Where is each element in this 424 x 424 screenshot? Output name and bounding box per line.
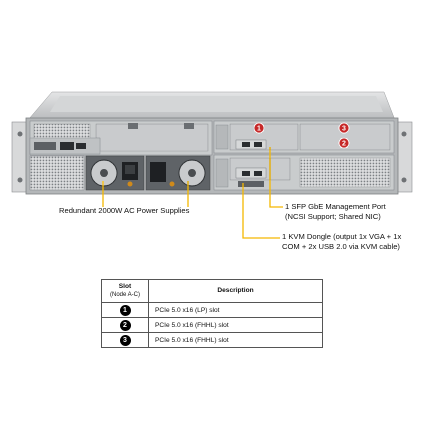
power-supply-2 — [145, 155, 211, 191]
chassis-marker-2-label: 2 — [342, 141, 346, 148]
left-vent-grill — [29, 155, 85, 191]
callout-kvm-dongle: 1 KVM Dongle (output 1x VGA + 1x COM + 2… — [282, 232, 402, 251]
slot-cell: 1 — [101, 302, 149, 318]
node-b — [213, 120, 395, 154]
callout-power-supplies: Redundant 2000W AC Power Supplies — [59, 206, 190, 215]
description-cell: PCIe 5.0 x16 (FHHL) slot — [148, 317, 323, 333]
chassis-marker-1: 1 — [253, 122, 265, 134]
chassis-marker-2: 2 — [338, 137, 350, 149]
table-row: 3 PCIe 5.0 x16 (FHHL) slot — [101, 332, 323, 348]
callout-line-sfp — [269, 147, 283, 208]
description-cell: PCIe 5.0 x16 (FHHL) slot — [148, 332, 323, 348]
callout-line-kvm — [242, 183, 280, 239]
description-cell: PCIe 5.0 x16 (LP) slot — [148, 302, 323, 318]
slot-column-header: Slot (Node A-C) — [101, 279, 149, 303]
slot-cell: 2 — [101, 317, 149, 333]
description-column-header: Description — [148, 279, 323, 303]
callout-line-power — [102, 181, 189, 207]
table-row: 1 PCIe 5.0 x16 (LP) slot — [101, 302, 323, 318]
power-supply-1 — [85, 155, 145, 191]
slot-header-label: Slot — [118, 283, 132, 290]
table-row: 2 PCIe 5.0 x16 (FHHL) slot — [101, 317, 323, 333]
node-c — [213, 154, 395, 191]
slot-cell: 3 — [101, 332, 149, 348]
slot-badge: 3 — [119, 334, 131, 346]
slot-description-table: Slot (Node A-C) Description 1 PCIe 5.0 x… — [101, 279, 323, 348]
chassis-marker-3-label: 3 — [342, 126, 346, 133]
slot-badge: 2 — [119, 319, 131, 331]
chassis-marker-3: 3 — [338, 122, 350, 134]
node-a — [29, 120, 213, 156]
chassis-marker-1-label: 1 — [257, 126, 261, 133]
callout-sfp-port: 1 SFP GbE Management Port (NCSI Support;… — [285, 202, 386, 221]
table-header-row: Slot (Node A-C) Description — [101, 279, 323, 303]
chassis-top — [27, 91, 396, 121]
slot-badge: 1 — [119, 304, 131, 316]
slot-header-sublabel: (Node A-C) — [109, 292, 140, 298]
